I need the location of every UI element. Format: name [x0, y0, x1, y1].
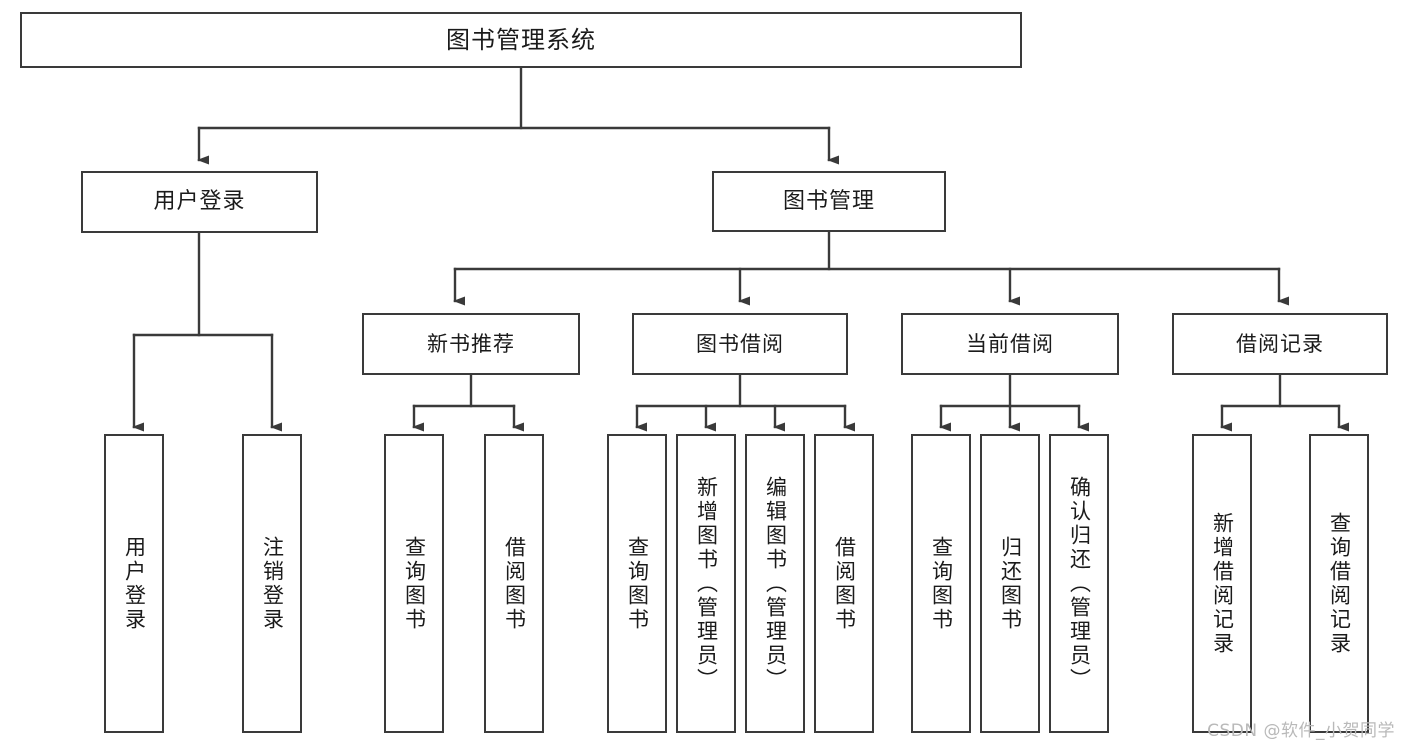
leaf-borrow-record-add[interactable]: 新增借阅记录 — [1192, 434, 1252, 733]
node-book-borrow[interactable]: 图书借阅 — [632, 313, 848, 375]
leaf-book-borrow-query[interactable]: 查询图书 — [607, 434, 667, 733]
leaf-user-login-logout-label: 注销登录 — [260, 535, 285, 632]
leaf-current-borrow-return[interactable]: 归还图书 — [980, 434, 1040, 733]
node-current-borrow[interactable]: 当前借阅 — [901, 313, 1119, 375]
leaf-borrow-record-query-label: 查询借阅记录 — [1327, 511, 1352, 656]
leaf-new-book-query[interactable]: 查询图书 — [384, 434, 444, 733]
leaf-borrow-record-query[interactable]: 查询借阅记录 — [1309, 434, 1369, 733]
leaf-book-borrow-edit[interactable]: 编辑图书（管理员） — [745, 434, 805, 733]
node-root[interactable]: 图书管理系统 — [20, 12, 1022, 68]
node-root-label: 图书管理系统 — [446, 25, 596, 54]
leaf-book-borrow-query-label: 查询图书 — [625, 535, 650, 632]
node-borrow-record[interactable]: 借阅记录 — [1172, 313, 1388, 375]
leaf-current-borrow-confirm[interactable]: 确认归还（管理员） — [1049, 434, 1109, 733]
node-borrow-record-label: 借阅记录 — [1236, 331, 1324, 356]
node-user-login-label: 用户登录 — [153, 189, 246, 215]
leaf-new-book-query-label: 查询图书 — [402, 535, 427, 632]
leaf-current-borrow-query-label: 查询图书 — [929, 535, 954, 632]
leaf-current-borrow-query[interactable]: 查询图书 — [911, 434, 971, 733]
node-new-book-recommend-label: 新书推荐 — [427, 331, 515, 356]
leaf-new-book-borrow-label: 借阅图书 — [502, 535, 527, 632]
node-book-management[interactable]: 图书管理 — [712, 171, 946, 232]
node-book-borrow-label: 图书借阅 — [696, 331, 784, 356]
leaf-borrow-record-add-label: 新增借阅记录 — [1210, 511, 1235, 656]
leaf-user-login-login-label: 用户登录 — [122, 535, 147, 632]
node-new-book-recommend[interactable]: 新书推荐 — [362, 313, 580, 375]
leaf-user-login-logout[interactable]: 注销登录 — [242, 434, 302, 733]
node-current-borrow-label: 当前借阅 — [966, 331, 1054, 356]
leaf-book-borrow-edit-label: 编辑图书（管理员） — [763, 475, 788, 692]
leaf-current-borrow-confirm-label: 确认归还（管理员） — [1067, 475, 1092, 692]
leaf-user-login-login[interactable]: 用户登录 — [104, 434, 164, 733]
watermark: CSDN @软件_小贺同学 — [1207, 721, 1395, 741]
leaf-book-borrow-borrow-label: 借阅图书 — [832, 535, 857, 632]
leaf-book-borrow-add-label: 新增图书（管理员） — [694, 475, 719, 692]
leaf-book-borrow-add[interactable]: 新增图书（管理员） — [676, 434, 736, 733]
leaf-current-borrow-return-label: 归还图书 — [998, 535, 1023, 632]
node-user-login[interactable]: 用户登录 — [81, 171, 318, 233]
node-book-management-label: 图书管理 — [782, 188, 875, 214]
leaf-new-book-borrow[interactable]: 借阅图书 — [484, 434, 544, 733]
leaf-book-borrow-borrow[interactable]: 借阅图书 — [814, 434, 874, 733]
